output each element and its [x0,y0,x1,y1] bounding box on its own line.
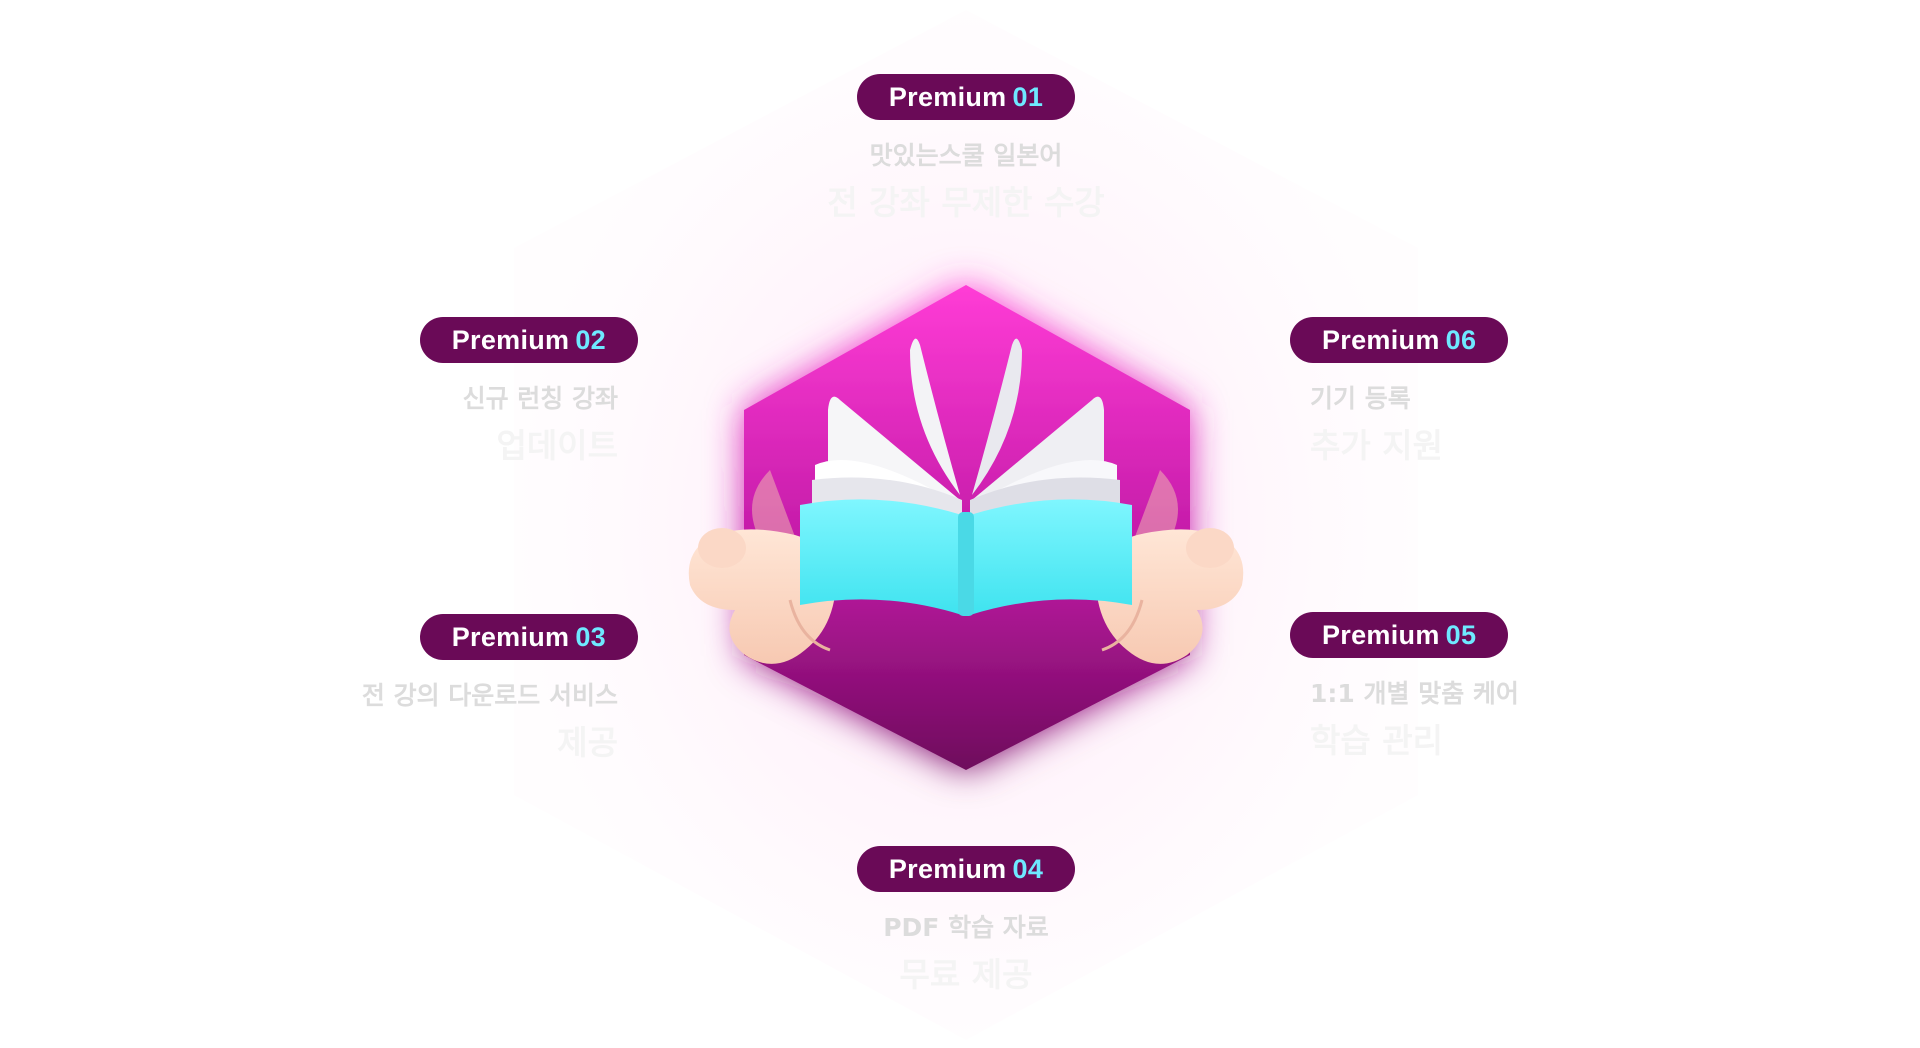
premium-badge-number: 04 [1012,854,1044,884]
premium-badge-label: Premium [451,622,570,652]
premium-title: 전 강의 다운로드 서비스 [361,681,618,710]
premium-badge-label: Premium [888,82,1007,112]
premium-subtitle: 무료 제공 [899,955,1033,994]
premium-badge-number: 01 [1012,82,1044,112]
premium-badge-number: 06 [1445,325,1477,355]
premium-title: 맛있는스쿨 일본어 [869,141,1063,170]
premium-badge-label: Premium [888,854,1007,884]
premium-badge-label: Premium [1322,620,1440,650]
premium-subtitle: 업데이트 [496,426,618,465]
premium-badge-label: Premium [451,325,570,355]
premium-title: 신규 런칭 강좌 [462,384,618,413]
premium-title: 기기 등록 [1310,384,1411,413]
premium-subtitle: 제공 [557,723,618,762]
premium-subtitle: 학습 관리 [1310,721,1443,760]
premium-title: PDF 학습 자료 [883,913,1049,942]
premium-subtitle: 추가 지원 [1310,426,1443,465]
premium-subtitle: 전 강좌 무제한 수강 [827,183,1105,222]
premium-badge-number: 02 [575,325,606,355]
premium-title: 1:1 개별 맞춤 케어 [1310,679,1519,708]
premium-badge-number: 05 [1445,620,1477,650]
premium-badge-number: 03 [575,622,606,652]
premium-badge-label: Premium [1322,325,1440,355]
